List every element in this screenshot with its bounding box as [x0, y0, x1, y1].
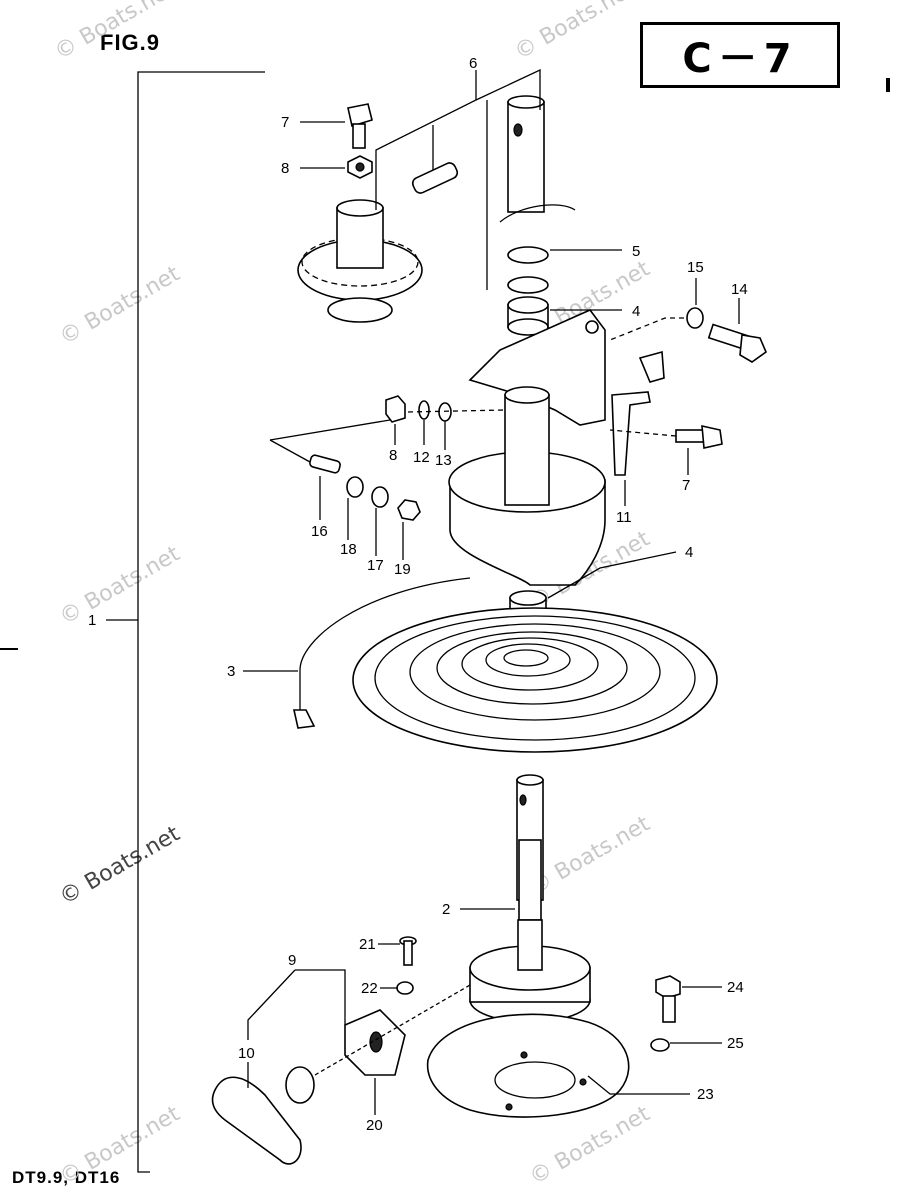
callout-8-top: 8: [281, 160, 289, 177]
rope-guide-20: [344, 1009, 406, 1076]
washer-25: [650, 1038, 670, 1052]
bolt-top: [347, 103, 373, 149]
washer-17: [371, 486, 389, 508]
circlip: [507, 246, 549, 264]
reel-shaft: [516, 774, 544, 921]
callout-22: 22: [361, 980, 378, 997]
callout-1: 1: [88, 612, 96, 629]
callout-14: 14: [731, 281, 748, 298]
base-plate: [426, 1013, 630, 1118]
callout-19: 19: [394, 561, 411, 578]
nut-8: [385, 395, 406, 423]
starter-rope: [314, 984, 471, 1076]
reel-housing: [448, 386, 606, 586]
washer-12: [418, 400, 430, 420]
latch-bracket: [468, 309, 665, 476]
callout-15: 15: [687, 259, 704, 276]
watermark: © Boats.net: [511, 0, 640, 65]
section-code: C－7: [682, 36, 798, 82]
callout-21: 21: [359, 936, 376, 953]
washer-13: [438, 402, 452, 422]
callout-17: 17: [367, 557, 384, 574]
bolt-7-right: [675, 424, 723, 449]
callout-23: 23: [697, 1086, 714, 1103]
callout-6: 6: [469, 55, 477, 72]
watermark: © Boats.net: [56, 1101, 185, 1190]
model-label: DT9.9, DT16: [12, 1168, 121, 1187]
washer-15: [686, 307, 704, 329]
watermark: © Boats.net: [56, 261, 185, 350]
callout-20: 20: [366, 1117, 383, 1134]
callout-5: 5: [632, 243, 640, 260]
washer-18: [346, 476, 364, 498]
pin: [411, 162, 459, 194]
callout-18: 18: [340, 541, 357, 558]
watermark: © Boats.net: [56, 541, 185, 630]
bushing-top: [507, 276, 549, 336]
callout-13: 13: [435, 452, 452, 469]
screw-21: [399, 936, 417, 966]
callout-25: 25: [727, 1035, 744, 1052]
bolt-14: [707, 323, 767, 363]
callout-12: 12: [413, 449, 430, 466]
callout-9: 9: [288, 952, 296, 969]
watermark: © Boats.net: [56, 821, 185, 910]
callout-7-top: 7: [281, 114, 289, 131]
callout-2: 2: [442, 901, 450, 918]
recoil-spring: [293, 577, 718, 753]
callout-10: 10: [238, 1045, 255, 1062]
edge-marks: [0, 78, 890, 650]
bolt-24: [655, 975, 681, 1023]
pin-16: [309, 454, 341, 474]
pinion-shaft: [499, 95, 576, 223]
figure-label: FIG.9: [100, 30, 161, 55]
callout-24: 24: [727, 979, 744, 996]
pinion-gear: [297, 199, 423, 323]
starter-grip: [211, 1066, 315, 1165]
callout-4-middle: 4: [685, 544, 693, 561]
callout-3: 3: [227, 663, 235, 680]
callout-4-top: 4: [632, 303, 640, 320]
leader-lines: [106, 68, 740, 1115]
watermark: © Boats.net: [51, 0, 180, 65]
assembly-bracket: [137, 71, 265, 1173]
nut-19: [397, 499, 421, 521]
callout-numbers: 6 7 8 5 15 14 4 8 12 13 7 11 16 18 17 19…: [88, 55, 748, 1134]
callout-11: 11: [616, 509, 632, 526]
reel-pulley: [469, 919, 591, 1023]
callout-16: 16: [311, 523, 328, 540]
callout-8-mid: 8: [389, 447, 397, 464]
callout-7-right: 7: [682, 477, 690, 494]
section-code-box: C－7: [640, 22, 840, 88]
nut-top: [347, 155, 373, 179]
nut-22: [396, 981, 414, 995]
watermark: © Boats.net: [526, 811, 655, 900]
